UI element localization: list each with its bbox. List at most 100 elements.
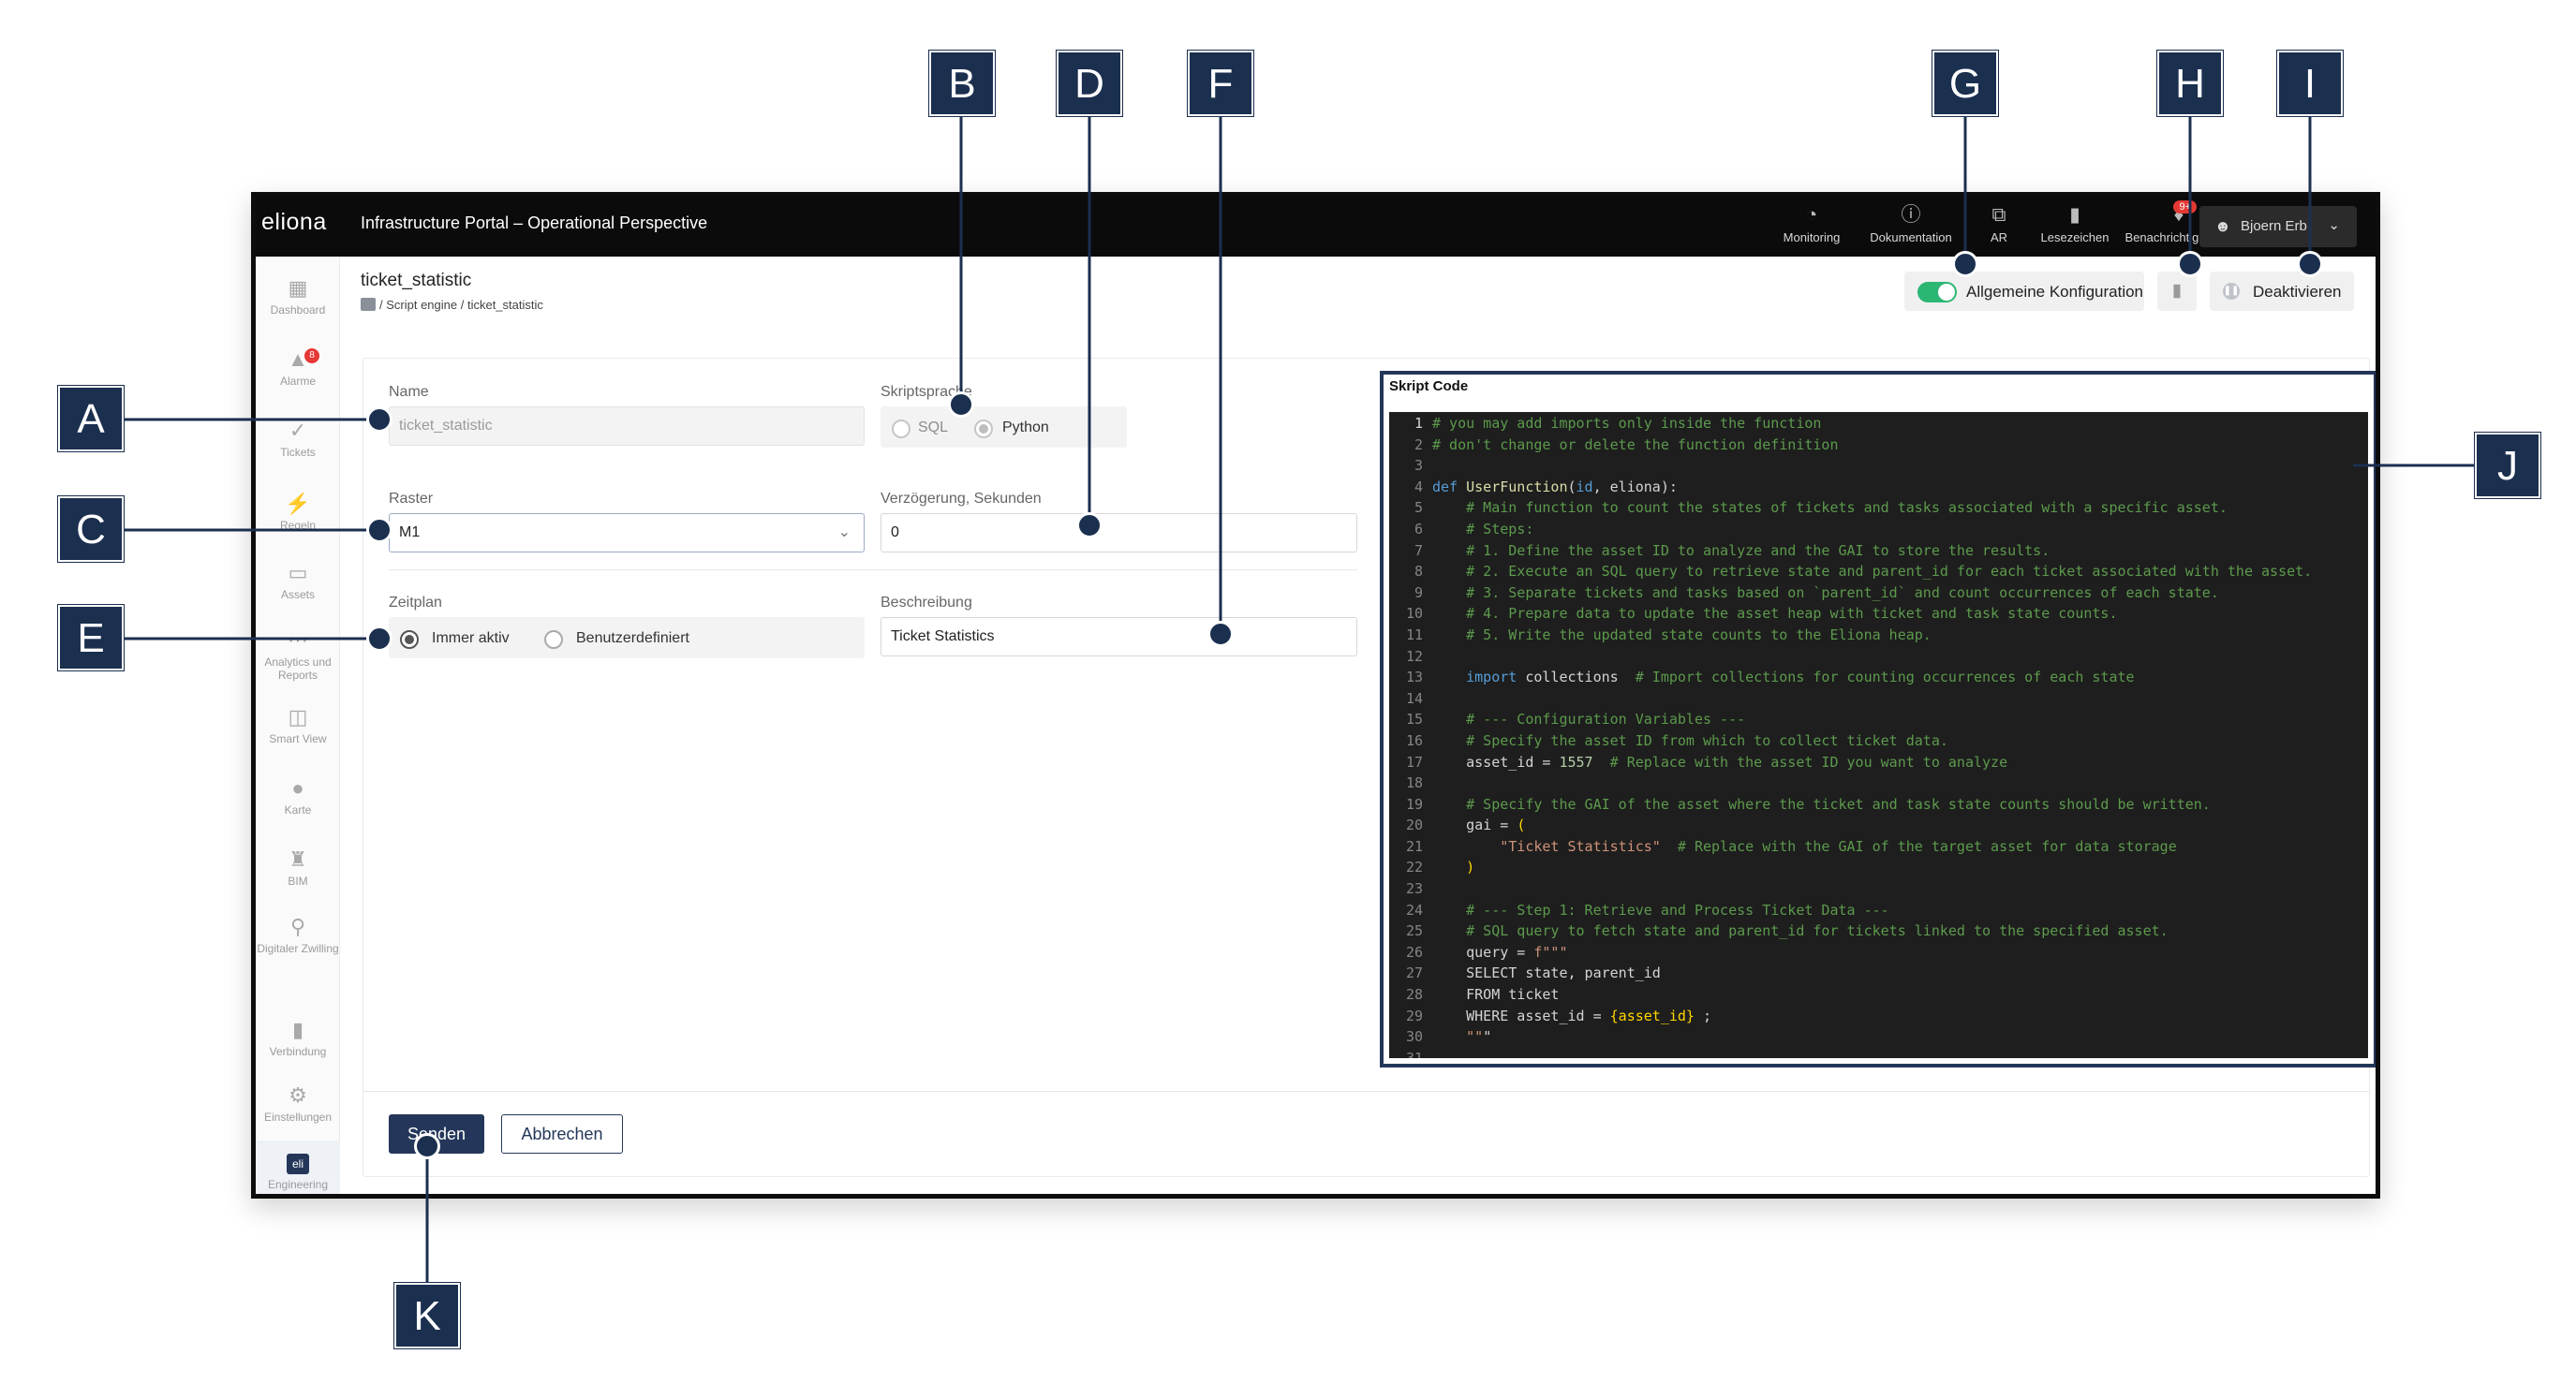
deactivate-button[interactable]: ❚❚ Deaktivieren <box>2210 272 2354 311</box>
code-editor[interactable]: 1# you may add imports only inside the f… <box>1389 412 2368 1058</box>
dashboard-icon: ▦ <box>288 276 308 300</box>
divider <box>389 569 1357 570</box>
code-line: 13 import collections # Import collectio… <box>1405 669 2135 686</box>
sidebar-item-digital-twin[interactable]: ⚲ Digitaler Zwilling <box>256 916 340 956</box>
info-icon: ⓘ <box>1901 204 1921 226</box>
code-line: 5 # Main function to count the states of… <box>1414 499 2228 517</box>
sidebar-item-regeln[interactable]: ⚡ Regeln <box>256 493 340 530</box>
callout-j: J <box>2475 433 2540 498</box>
breadcrumb: / Script engine / ticket_statistic <box>361 298 543 312</box>
radio-always-active[interactable] <box>400 630 419 649</box>
sidebar-item-label: Smart View <box>269 732 327 745</box>
delete-button[interactable]: ▮ <box>2157 272 2197 311</box>
alarm-badge: 8 <box>304 348 319 363</box>
radio-python[interactable] <box>974 420 993 438</box>
toggle-switch[interactable] <box>1917 282 1957 302</box>
raster-label: Raster <box>389 491 434 507</box>
sidebar-item-verbindung[interactable]: ▮ Verbindung <box>256 1018 340 1059</box>
user-name: Bjoern Erb <box>2241 218 2307 234</box>
code-line: 18 <box>1405 774 1423 792</box>
code-line: 28 FROM ticket <box>1405 986 1560 1004</box>
code-line: 17 asset_id = 1557 # Replace with the as… <box>1405 753 2008 771</box>
top-bar: eliona Infrastructure Portal – Operation… <box>256 197 2376 257</box>
marker-dot <box>366 517 392 543</box>
footer-divider <box>363 1091 2369 1092</box>
callout-d: D <box>1057 51 1122 116</box>
topbar-label: Lesezeichen <box>2040 230 2110 244</box>
radio-python-label: Python <box>1002 420 1049 435</box>
code-line: 20 gai = ( <box>1405 817 1526 834</box>
marker-dot <box>2177 251 2203 277</box>
home-icon[interactable] <box>361 298 376 311</box>
code-line: 31 <box>1405 1049 1423 1058</box>
sidebar-item-engineering[interactable]: eli Engineering <box>256 1141 340 1194</box>
callout-k: K <box>394 1283 460 1348</box>
sidebar-item-dashboard[interactable]: ▦ Dashboard <box>256 277 340 317</box>
sidebar-item-smart-view[interactable]: ◫ Smart View <box>256 705 340 746</box>
chevron-down-icon: ⌄ <box>837 524 851 540</box>
marker-dot <box>1952 251 1978 277</box>
radio-sql[interactable] <box>892 420 910 438</box>
code-line: 22 ) <box>1405 859 1475 876</box>
code-line: 15 # --- Configuration Variables --- <box>1405 711 1746 729</box>
code-line: 6 # Steps: <box>1414 520 1534 537</box>
bell-icon: ♦ <box>2173 204 2184 226</box>
user-icon: ☻ <box>2214 217 2231 235</box>
sidebar-item-analytics[interactable]: ⋯ Analytics und Reports <box>256 628 340 683</box>
topbar-ar[interactable]: ⧉ AR <box>1976 204 2022 244</box>
sidebar-item-bim[interactable]: ♜ BIM <box>256 848 340 889</box>
callout-h: H <box>2157 51 2223 116</box>
app-window: eliona Infrastructure Portal – Operation… <box>251 192 2380 1199</box>
code-line: 10 # 4. Prepare data to update the asset… <box>1405 605 2118 623</box>
raster-value: M1 <box>399 524 421 540</box>
gauge-icon: ◔ <box>1805 204 1818 226</box>
delay-input[interactable]: 0 <box>881 513 1357 552</box>
code-line: 14 <box>1405 689 1423 707</box>
code-line: 27 SELECT state, parent_id <box>1405 964 1661 982</box>
toggle-label: Allgemeine Konfiguration <box>1966 283 2144 301</box>
sidebar-item-tickets[interactable]: ✓ Tickets <box>256 420 340 460</box>
topbar-documentation[interactable]: ⓘ Dokumentation <box>1859 204 1962 244</box>
code-line: 30 """ <box>1405 1028 1492 1046</box>
cancel-button[interactable]: Abbrechen <box>501 1114 623 1154</box>
code-line: 25 # SQL query to fetch state and parent… <box>1405 922 2169 940</box>
code-line: 3 <box>1414 457 1423 475</box>
general-config-toggle[interactable]: Allgemeine Konfiguration <box>1904 272 2144 311</box>
pause-icon: ❚❚ <box>2223 283 2240 300</box>
sidebar-item-label: Regeln <box>279 519 317 530</box>
code-line: 23 <box>1405 880 1423 898</box>
deactivate-label: Deaktivieren <box>2253 283 2342 301</box>
raster-select[interactable]: M1 ⌄ <box>389 513 865 552</box>
schedule-label: Zeitplan <box>389 595 442 611</box>
name-field[interactable]: ticket_statistic <box>389 406 865 446</box>
alarm-icon: ▲ <box>288 347 308 371</box>
sidebar-item-alarme[interactable]: ▲ 8 Alarme <box>256 348 340 388</box>
user-menu[interactable]: ☻ Bjoern Erb ⌄ <box>2199 206 2357 247</box>
marker-dot <box>414 1133 440 1159</box>
sidebar-item-label: Tickets <box>280 446 316 459</box>
engineering-icon: eli <box>256 1150 340 1174</box>
eliona-logo[interactable]: eliona <box>261 209 327 235</box>
topbar-bookmarks[interactable]: ▮ Lesezeichen <box>2036 204 2114 244</box>
radio-custom[interactable] <box>544 630 563 649</box>
breadcrumb-item[interactable]: Script engine <box>386 298 458 312</box>
sidebar-item-assets[interactable]: ▭ Assets <box>256 562 340 602</box>
sidebar-item-label: Engineering <box>267 1178 329 1191</box>
code-line: 29 WHERE asset_id = {asset_id} ; <box>1405 1007 1712 1024</box>
callout-b: B <box>929 51 995 116</box>
topbar-monitoring[interactable]: ◔ Monitoring <box>1769 204 1854 244</box>
ar-icon: ⧉ <box>1991 204 2006 226</box>
connection-icon: ▮ <box>291 1018 304 1041</box>
map-pin-icon: ● <box>291 776 304 800</box>
sidebar-item-label: Einstellungen <box>263 1111 333 1124</box>
smart-view-icon: ◫ <box>288 705 308 729</box>
sidebar-item-karte[interactable]: ● Karte <box>256 777 340 817</box>
marker-dot <box>948 391 974 418</box>
description-input[interactable]: Ticket Statistics <box>881 617 1357 656</box>
analytics-icon: ⋯ <box>288 628 308 652</box>
sidebar-item-einstellungen[interactable]: ⚙ Einstellungen <box>256 1083 340 1125</box>
callout-e: E <box>58 605 124 670</box>
gear-icon: ⚙ <box>289 1083 307 1107</box>
